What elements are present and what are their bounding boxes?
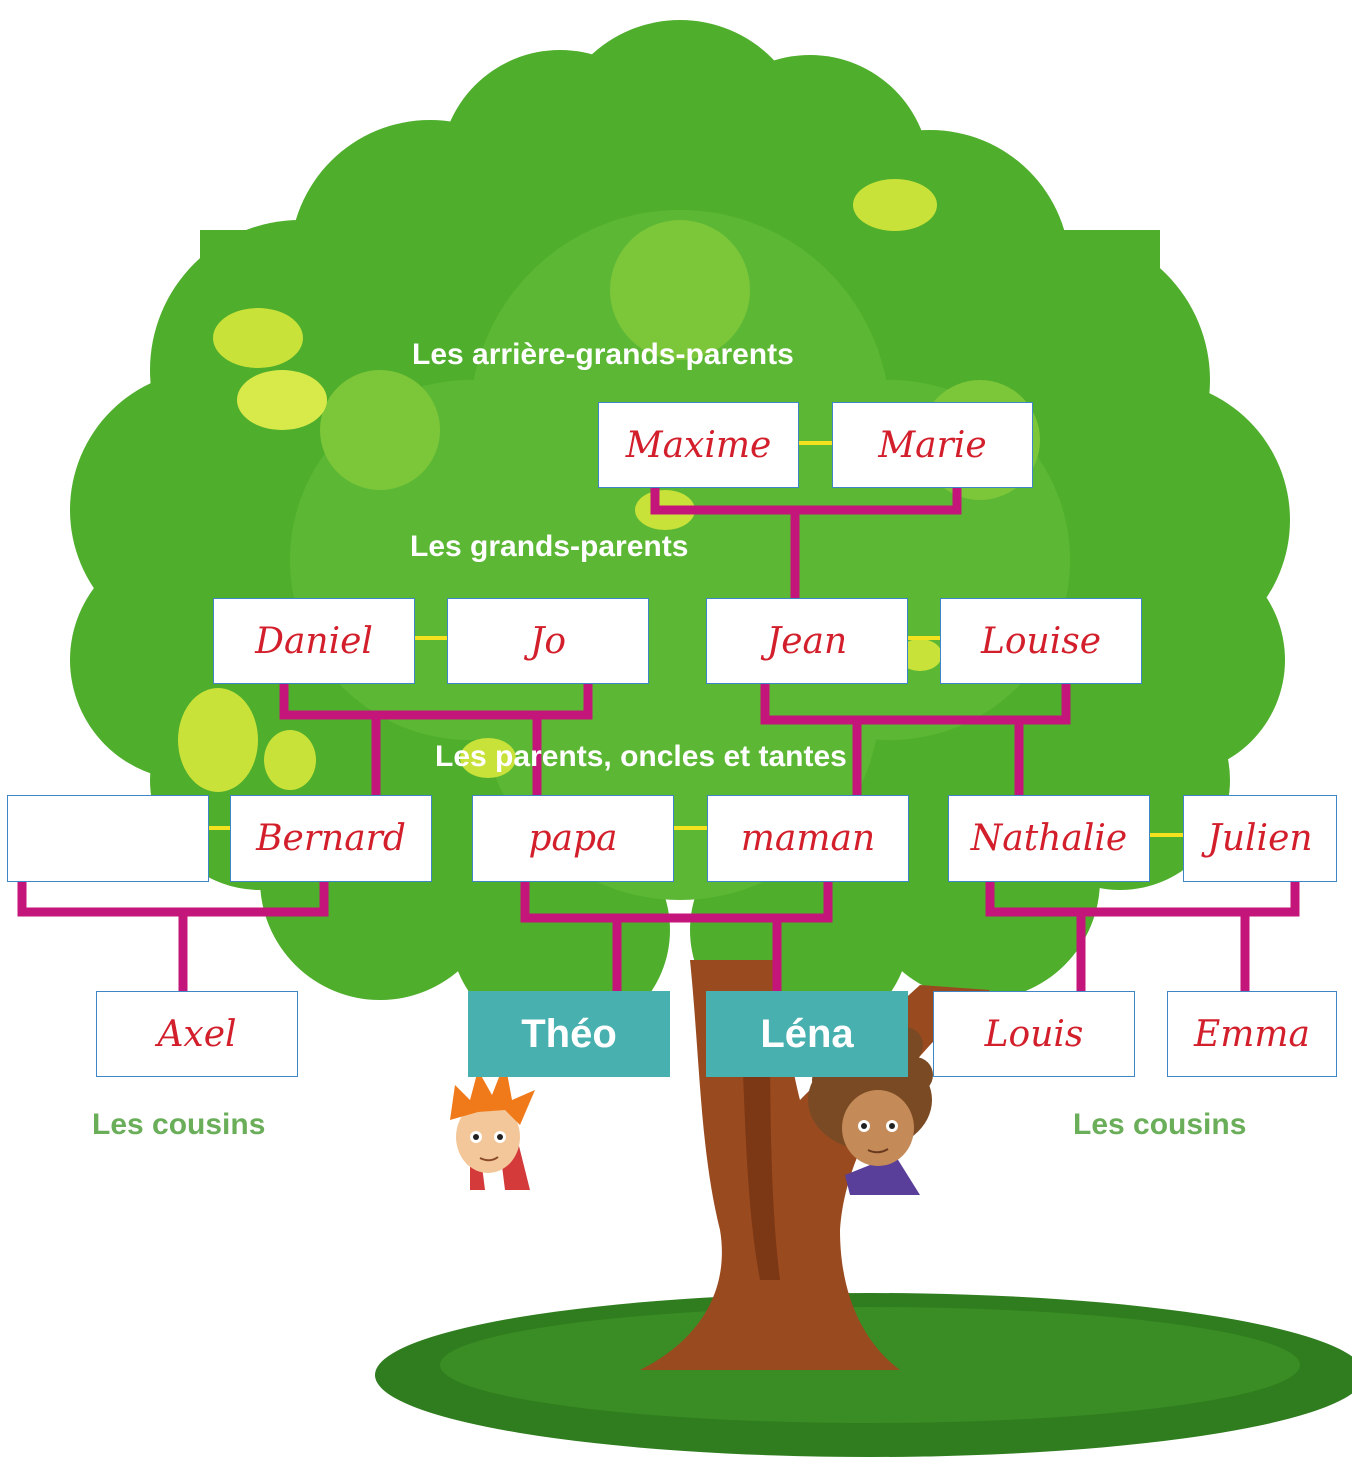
person-box-maxime: Maxime: [598, 402, 799, 488]
foliage-highlights: [178, 179, 942, 792]
theo-avatar: [450, 1062, 535, 1190]
person-box-daniel: Daniel: [213, 598, 415, 684]
person-box-lena: Léna: [706, 991, 908, 1077]
heading-cousins-right: Les cousins: [1073, 1108, 1247, 1141]
person-box-papa: papa: [472, 795, 674, 882]
person-box-empty: [7, 795, 209, 882]
heading-cousins-left: Les cousins: [92, 1108, 266, 1141]
person-box-nathalie: Nathalie: [948, 795, 1150, 882]
person-box-julien: Julien: [1183, 795, 1337, 882]
heading-grandparents: Les grands-parents: [410, 530, 689, 563]
person-box-jo: Jo: [447, 598, 649, 684]
person-box-louis: Louis: [933, 991, 1135, 1077]
descent-lines: [17, 470, 1300, 1006]
person-box-theo: Théo: [468, 991, 670, 1077]
heading-parents: Les parents, oncles et tantes: [435, 740, 847, 773]
person-box-louise: Louise: [940, 598, 1142, 684]
person-box-emma: Emma: [1167, 991, 1337, 1077]
heading-great-grandparents: Les arrière-grands-parents: [412, 338, 794, 371]
person-box-axel: Axel: [96, 991, 298, 1077]
person-box-maman: maman: [707, 795, 909, 882]
person-box-jean: Jean: [706, 598, 908, 684]
person-box-marie: Marie: [832, 402, 1033, 488]
person-box-bernard: Bernard: [230, 795, 432, 882]
